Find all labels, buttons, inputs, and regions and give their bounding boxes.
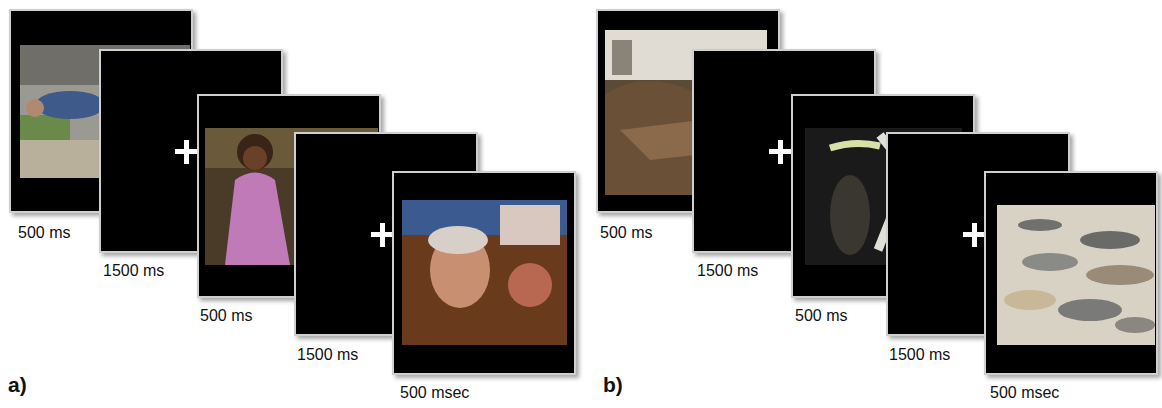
duration-label: 1500 ms (697, 262, 758, 280)
frame-a5 (393, 172, 575, 374)
duration-label: 1500 ms (103, 262, 164, 280)
duration-label: 500 msec (400, 384, 469, 402)
panel-label: a) (8, 373, 27, 396)
duration-label: 500 ms (18, 224, 70, 242)
duration-label: 500 msec (990, 384, 1059, 402)
frame-b5 (985, 172, 1157, 374)
duration-label: 1500 ms (297, 346, 358, 364)
duration-label: 500 ms (200, 307, 252, 325)
duration-label: 500 ms (795, 307, 847, 325)
panel-label: b) (603, 373, 623, 396)
duration-label: 500 ms (600, 224, 652, 242)
duration-label: 1500 ms (889, 346, 950, 364)
